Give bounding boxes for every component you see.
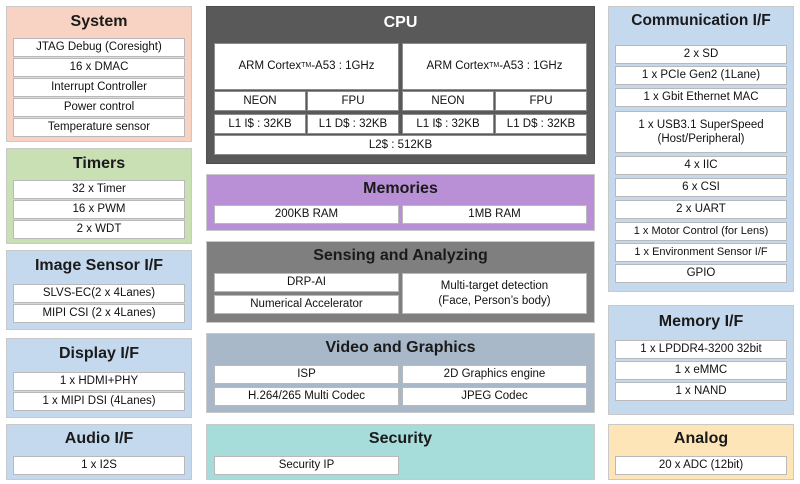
video-item: ISP <box>214 365 399 384</box>
video-item: JPEG Codec <box>402 387 587 406</box>
timers-block: Timers 32 x Timer 16 x PWM 2 x WDT <box>6 148 192 244</box>
system-item: Interrupt Controller <box>13 78 185 97</box>
analog-item: 20 x ADC (12bit) <box>615 456 787 475</box>
trademark-mark: TM <box>301 62 312 70</box>
security-title: Security <box>368 430 433 447</box>
display-item: 1 x MIPI DSI (4Lanes) <box>13 392 185 411</box>
communication-item: 1 x PCIe Gen2 (1Lane) <box>615 66 787 85</box>
image-sensor-item: MIPI CSI (2 x 4Lanes) <box>13 304 185 323</box>
communication-item: 1 x Motor Control (for Lens) <box>615 222 787 241</box>
display-title: Display I/F <box>58 345 140 362</box>
video-item: H.264/265 Multi Codec <box>214 387 399 406</box>
cpu-core-name: ARM Cortex <box>238 60 302 73</box>
image-sensor-block: Image Sensor I/F SLVS-EC(2 x 4Lanes) MIP… <box>6 250 192 330</box>
memories-title: Memories <box>363 180 438 197</box>
cpu-core-suffix: -A53 : 1GHz <box>311 60 375 73</box>
memory-if-item: 1 x NAND <box>615 382 787 401</box>
audio-block: Audio I/F 1 x I2S <box>6 424 192 480</box>
cpu-unit: FPU <box>307 91 399 111</box>
system-item: JTAG Debug (Coresight) <box>13 38 185 57</box>
analog-block: Analog 20 x ADC (12bit) <box>608 424 794 480</box>
sensing-item: Numerical Accelerator <box>214 295 399 314</box>
image-sensor-item: SLVS-EC(2 x 4Lanes) <box>13 284 185 303</box>
system-title: System <box>70 13 128 30</box>
communication-block: Communication I/F 2 x SD 1 x PCIe Gen2 (… <box>608 6 794 292</box>
cpu-unit: FPU <box>495 91 587 111</box>
communication-title: Communication I/F <box>631 12 771 29</box>
memories-item: 1MB RAM <box>402 205 587 224</box>
cpu-cache: L1 D$ : 32KB <box>495 114 587 134</box>
video-item: 2D Graphics engine <box>402 365 587 384</box>
system-item: Temperature sensor <box>13 118 185 137</box>
timers-item: 2 x WDT <box>13 220 185 239</box>
timers-item: 16 x PWM <box>13 200 185 219</box>
sensing-title: Sensing and Analyzing <box>313 247 488 264</box>
security-block: Security Security IP <box>206 424 595 480</box>
communication-item: 2 x UART <box>615 200 787 219</box>
display-block: Display I/F 1 x HDMI+PHY 1 x MIPI DSI (4… <box>6 338 192 418</box>
system-item: Power control <box>13 98 185 117</box>
sensing-item: DRP-AI <box>214 273 399 292</box>
video-block: Video and Graphics ISP 2D Graphics engin… <box>206 333 595 413</box>
security-item: Security IP <box>214 456 399 475</box>
system-block: System JTAG Debug (Coresight) 16 x DMAC … <box>6 6 192 142</box>
audio-item: 1 x I2S <box>13 456 185 475</box>
cpu-cache: L1 I$ : 32KB <box>402 114 494 134</box>
timers-item: 32 x Timer <box>13 180 185 199</box>
memory-if-block: Memory I/F 1 x LPDDR4-3200 32bit 1 x eMM… <box>608 305 794 415</box>
cpu-core-suffix: -A53 : 1GHz <box>499 60 563 73</box>
cpu-title: CPU <box>383 14 418 31</box>
cpu-cache: L1 I$ : 32KB <box>214 114 306 134</box>
communication-item: GPIO <box>615 264 787 283</box>
communication-item: 1 x USB3.1 SuperSpeed (Host/Peripheral) <box>615 111 787 153</box>
communication-item: 1 x Gbit Ethernet MAC <box>615 88 787 107</box>
display-item: 1 x HDMI+PHY <box>13 372 185 391</box>
communication-item: 6 x CSI <box>615 178 787 197</box>
cpu-unit: NEON <box>214 91 306 111</box>
memory-if-item: 1 x eMMC <box>615 361 787 380</box>
memory-if-title: Memory I/F <box>658 313 744 330</box>
communication-item: 2 x SD <box>615 45 787 64</box>
analog-title: Analog <box>673 430 729 447</box>
trademark-mark: TM <box>489 62 500 70</box>
memories-item: 200KB RAM <box>214 205 399 224</box>
cpu-core-name: ARM Cortex <box>426 60 490 73</box>
sensing-block: Sensing and Analyzing DRP-AI Numerical A… <box>206 241 595 323</box>
audio-title: Audio I/F <box>64 430 134 447</box>
cpu-l2-cache: L2$ : 512KB <box>214 135 587 155</box>
system-item: 16 x DMAC <box>13 58 185 77</box>
timers-title: Timers <box>72 155 126 172</box>
sensing-item: Multi-target detection (Face, Person’s b… <box>402 273 587 314</box>
cpu-unit: NEON <box>402 91 494 111</box>
communication-item: 1 x Environment Sensor I/F <box>615 243 787 262</box>
memories-block: Memories 200KB RAM 1MB RAM <box>206 174 595 231</box>
video-title: Video and Graphics <box>325 339 476 356</box>
image-sensor-title: Image Sensor I/F <box>34 257 164 274</box>
memory-if-item: 1 x LPDDR4-3200 32bit <box>615 340 787 359</box>
communication-item: 4 x IIC <box>615 156 787 175</box>
cpu-cache: L1 D$ : 32KB <box>307 114 399 134</box>
